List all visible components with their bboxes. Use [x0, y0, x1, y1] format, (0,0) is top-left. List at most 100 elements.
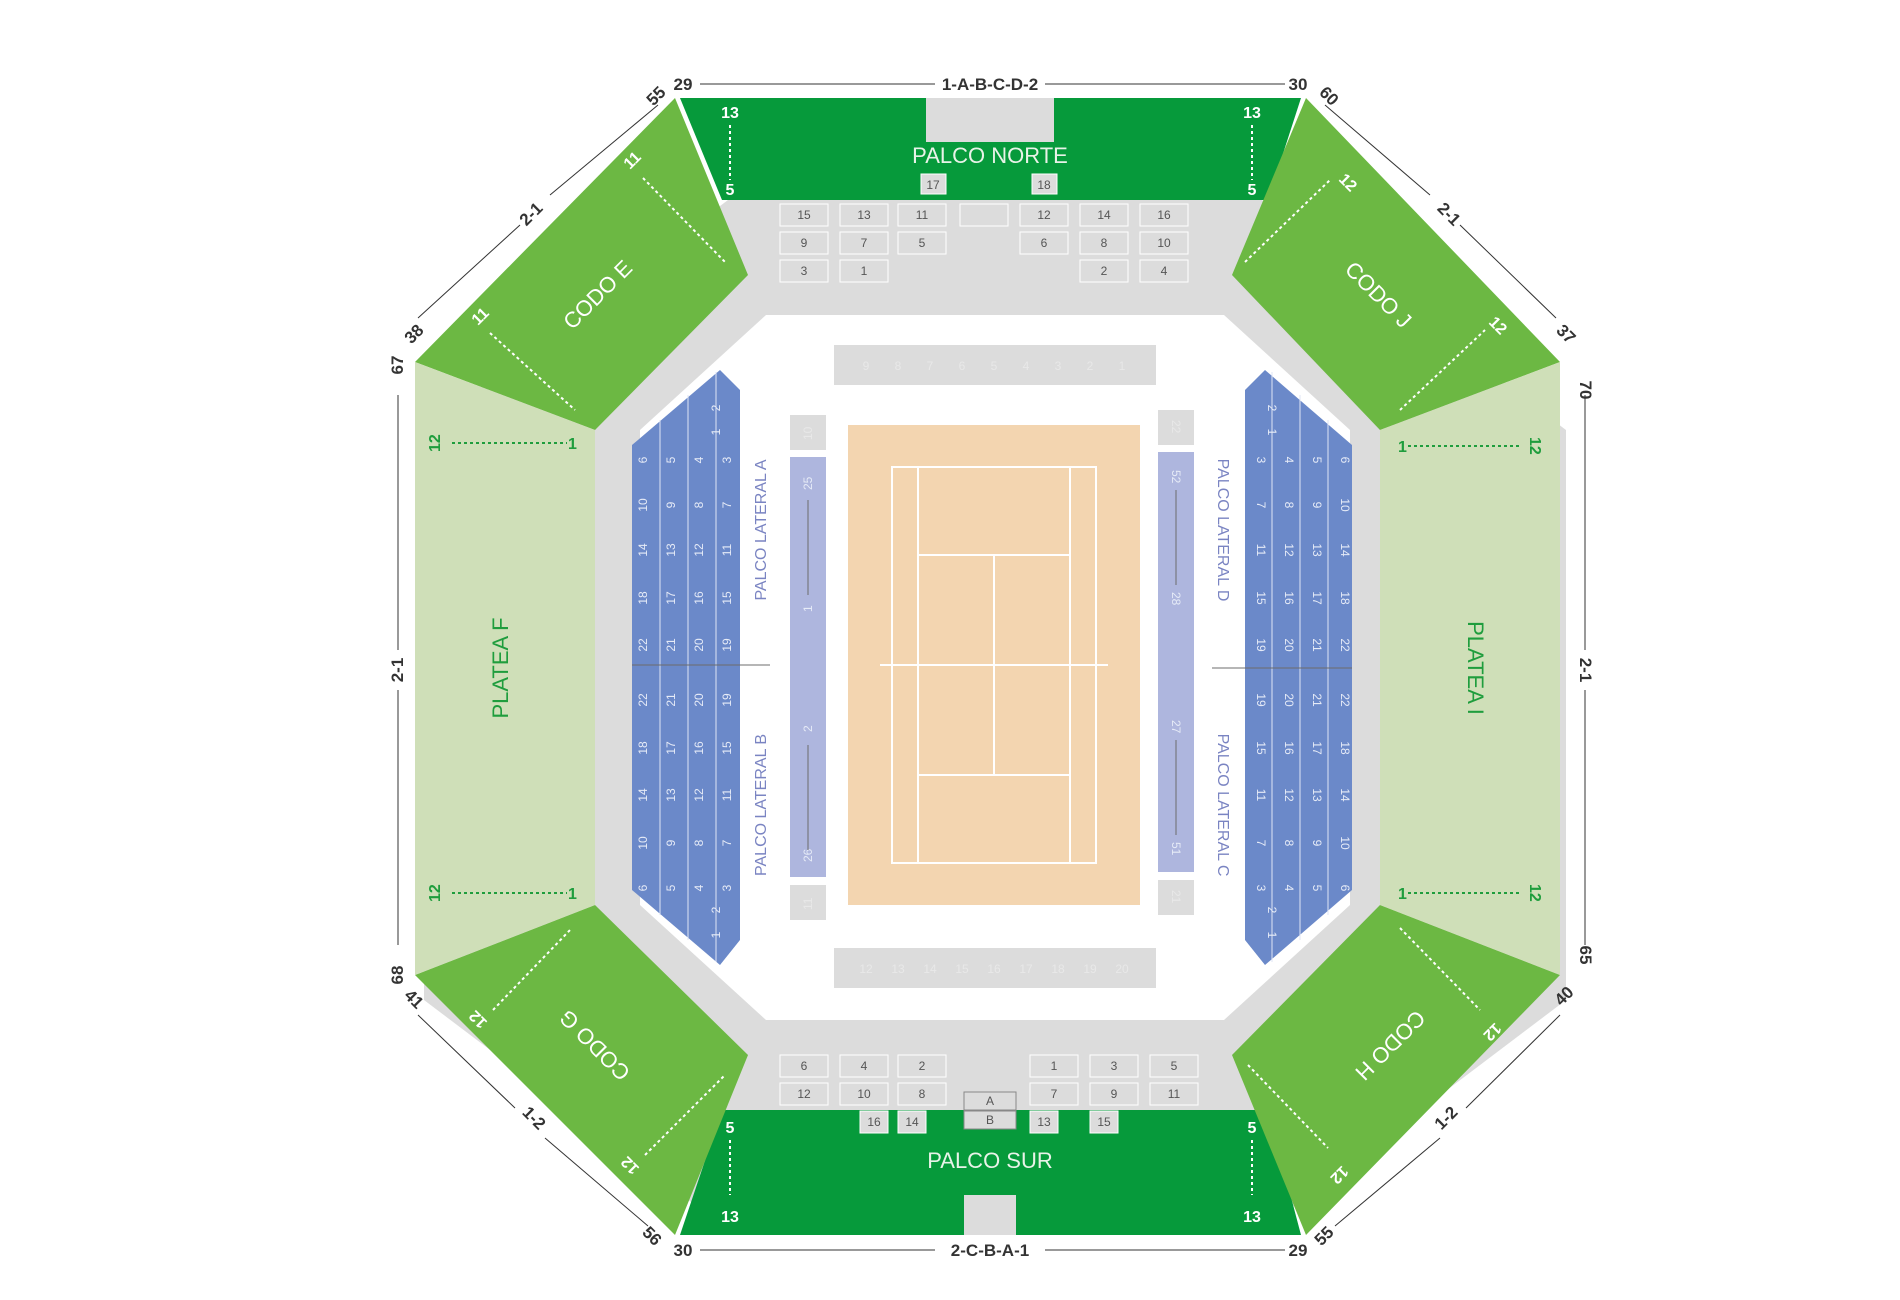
lateral-left-seat-num: 7 [720, 839, 734, 846]
row-label-platea-f-12-bot: 12 [427, 884, 444, 902]
north-row3-box[interactable] [1079, 259, 1129, 283]
section-palco-sur[interactable] [680, 1110, 1301, 1235]
north-row1-box[interactable] [959, 203, 1009, 227]
lateral-right-seat-num: 4 [1282, 457, 1296, 464]
lateral-right-seat-num: 11 [1254, 789, 1268, 802]
row-label-south-5-right: 5 [1248, 1120, 1257, 1137]
south-row2-box-label: 11 [1168, 1087, 1181, 1101]
row-label-south-13-right: 13 [1243, 1209, 1261, 1226]
south-row1-box[interactable] [839, 1054, 889, 1078]
north-row2-box[interactable] [839, 231, 889, 255]
south-row1-box[interactable] [1089, 1054, 1139, 1078]
lateral-left-seat-num: 11 [720, 788, 734, 801]
lateral-box-left-top[interactable] [790, 415, 826, 450]
dim-north: 1-A-B-C-D-2 [942, 75, 1038, 94]
court-bottom-seat-num: 18 [1051, 962, 1065, 976]
section-codo-e[interactable] [415, 98, 748, 430]
lateral-right-seat-num: 2 [1265, 405, 1279, 412]
lateral-left-seat-num: 14 [636, 788, 650, 802]
north-row3-box[interactable] [839, 259, 889, 283]
lateral-left-seat-num: 4 [692, 884, 706, 891]
north-row3-box-label: 3 [801, 264, 808, 278]
section-lateral-left-stand[interactable] [632, 370, 740, 965]
north-row1-box[interactable] [839, 203, 889, 227]
dim-ne-b: 37 [1552, 321, 1579, 348]
lateral-right-seat-num: 13 [1310, 543, 1324, 557]
south-row1-box[interactable] [779, 1054, 829, 1078]
south-row3-box[interactable] [1029, 1110, 1059, 1134]
lateral-right-seat-num: 14 [1338, 543, 1352, 557]
south-row1-box[interactable] [1149, 1054, 1199, 1078]
row-label-south-13-left: 13 [721, 1209, 739, 1226]
north-row3-box[interactable] [1139, 259, 1189, 283]
lateral-left-seat-num: 6 [636, 884, 650, 891]
north-row1-box[interactable] [1079, 203, 1129, 227]
north-tunnel [926, 98, 1054, 142]
box-18[interactable] [1031, 173, 1058, 195]
north-row2-box[interactable] [1079, 231, 1129, 255]
court-row-bottom[interactable] [834, 948, 1156, 988]
north-row1-box[interactable] [1139, 203, 1189, 227]
lateral-left-seat-num: 10 [636, 836, 650, 850]
lateral-right-seat-num: 18 [1338, 591, 1352, 605]
north-row1-box-label: 11 [916, 208, 929, 222]
south-row1-box[interactable] [1029, 1054, 1079, 1078]
lateral-left-seat-num: 15 [720, 741, 734, 755]
south-box-b[interactable] [963, 1110, 1017, 1130]
section-platea-f[interactable] [415, 362, 595, 975]
south-row2-box[interactable] [1029, 1082, 1079, 1106]
south-row3-box[interactable] [859, 1110, 889, 1134]
north-row3-box-label: 2 [1101, 264, 1108, 278]
court-top-seat-num: 1 [1119, 359, 1126, 373]
north-row2-box[interactable] [1139, 231, 1189, 255]
south-box-a[interactable] [963, 1091, 1017, 1111]
north-row1-box[interactable] [779, 203, 829, 227]
dim-east-mid: 2-1 [1576, 658, 1595, 683]
lateral-left-seat-num: 12 [692, 788, 706, 802]
section-codo-h[interactable] [1232, 905, 1560, 1235]
section-codo-g[interactable] [415, 905, 748, 1235]
lateral-right-seat-num: 20 [1282, 638, 1296, 652]
south-row3-box[interactable] [897, 1110, 927, 1134]
north-row1-box[interactable] [897, 203, 947, 227]
lateral-box-left-bottom[interactable] [790, 885, 826, 920]
lateral-right-seat-num: 19 [1254, 638, 1268, 652]
north-row2-box[interactable] [779, 231, 829, 255]
north-row3-box[interactable] [779, 259, 829, 283]
north-row2-box[interactable] [1019, 231, 1069, 255]
lateral-left-seat-num: 16 [692, 591, 706, 605]
dim-west-bot: 68 [388, 966, 407, 985]
north-row2-box[interactable] [897, 231, 947, 255]
lateral-left-seat-num: 14 [636, 543, 650, 557]
lateral-right-num-b: 28 [1169, 592, 1183, 606]
lateral-right-seat-num: 9 [1310, 502, 1324, 509]
lateral-box-right-bottom[interactable] [1158, 880, 1194, 915]
section-palco-norte[interactable] [680, 98, 1301, 200]
lateral-right-seat-num: 20 [1282, 693, 1296, 707]
section-platea-i[interactable] [1380, 362, 1560, 975]
south-row3-box[interactable] [1089, 1110, 1119, 1134]
south-row2-box[interactable] [839, 1082, 889, 1106]
label-palco-sur: PALCO SUR [927, 1148, 1053, 1173]
south-row2-box[interactable] [779, 1082, 829, 1106]
court-bottom-seat-num: 16 [987, 962, 1001, 976]
court-row-top[interactable] [834, 345, 1156, 385]
north-row1-box[interactable] [1019, 203, 1069, 227]
section-codo-j[interactable] [1232, 98, 1560, 430]
lateral-right-bot-num: 21 [1169, 890, 1183, 904]
lateral-left-seat-num: 21 [664, 693, 678, 707]
court-lines [880, 466, 1108, 864]
south-row2-box[interactable] [1089, 1082, 1139, 1106]
south-row2-box[interactable] [897, 1082, 947, 1106]
south-row1-box[interactable] [897, 1054, 947, 1078]
lateral-box-right-top[interactable] [1158, 410, 1194, 445]
dim-se-b: 55 [1311, 1223, 1338, 1250]
lateral-left-num-c: 2 [801, 725, 815, 732]
south-row2-box[interactable] [1149, 1082, 1199, 1106]
lateral-right-seat-num: 4 [1282, 885, 1296, 892]
label-platea-i: PLATEA I [1463, 621, 1488, 715]
lateral-left-num-b: 1 [801, 605, 815, 612]
dim-ne-mid: 2-1 [1433, 199, 1464, 230]
box-17[interactable] [920, 173, 947, 195]
